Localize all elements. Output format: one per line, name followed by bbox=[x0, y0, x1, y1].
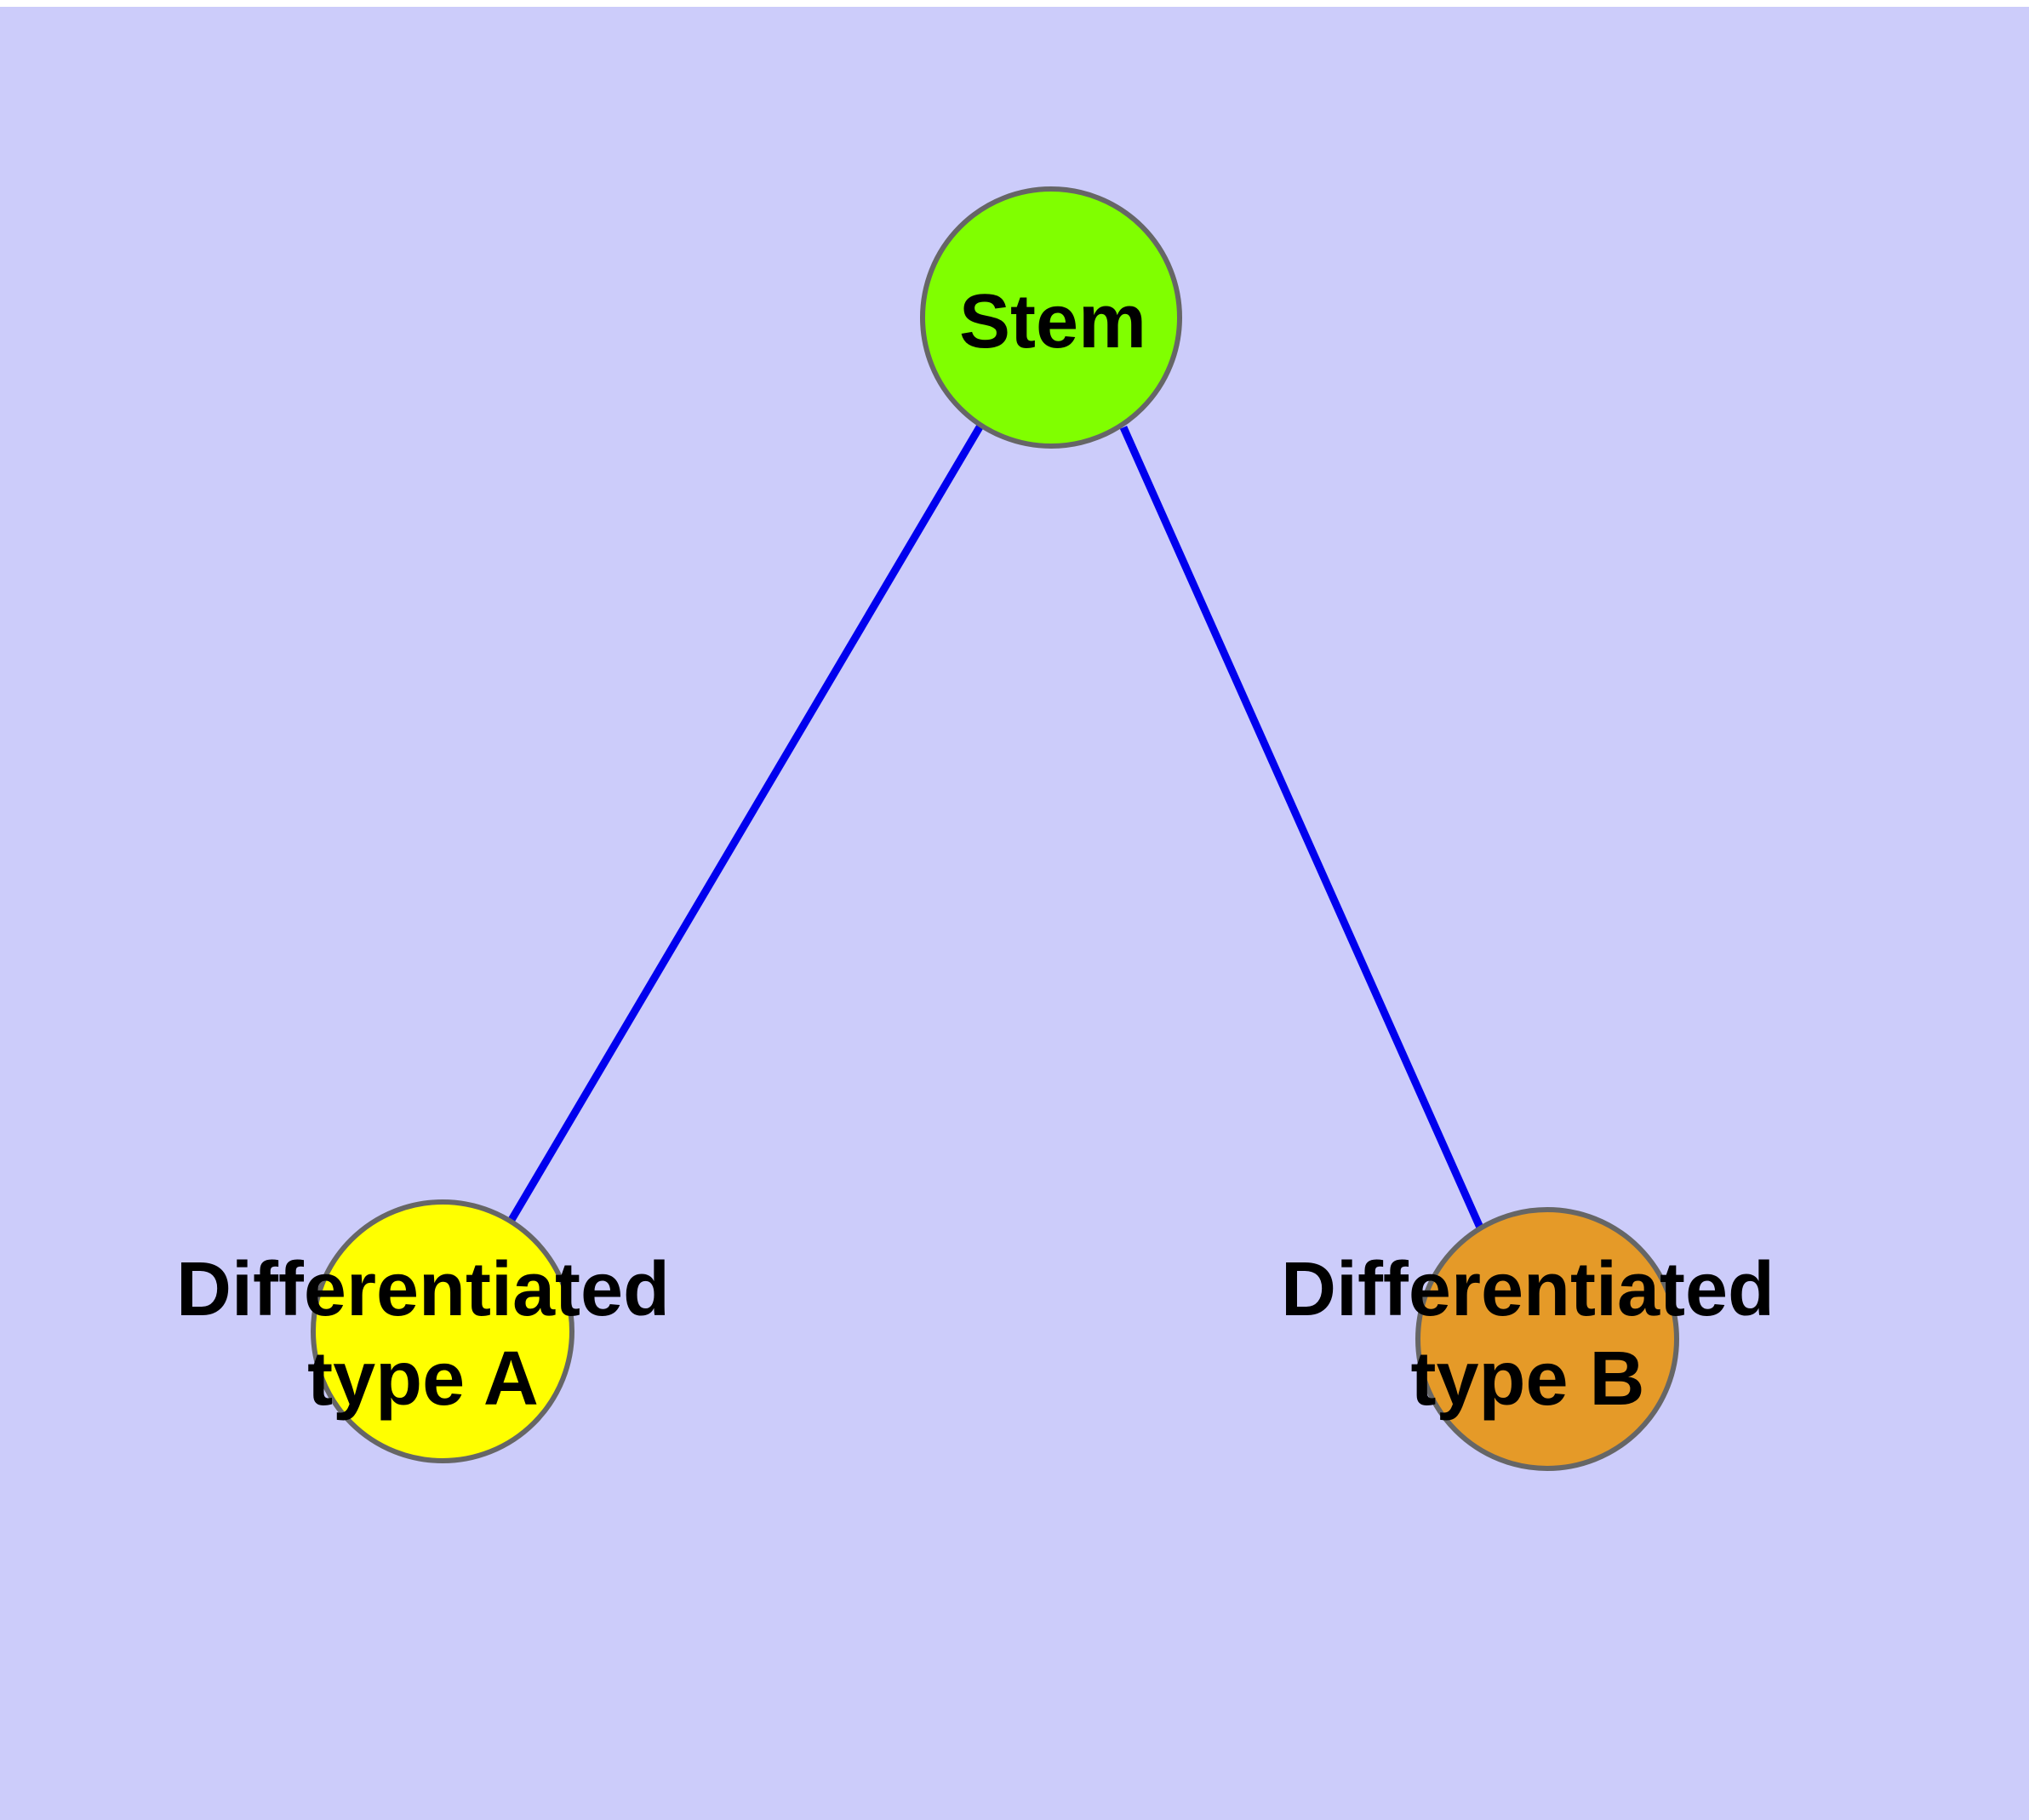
node-label-line: Stem bbox=[959, 279, 1146, 364]
node-label-line: type A bbox=[307, 1336, 539, 1422]
node-stem[interactable]: Stem bbox=[920, 186, 1182, 449]
node-circle-stem[interactable] bbox=[920, 186, 1182, 449]
node-label-line: type B bbox=[1410, 1336, 1644, 1422]
edges-group bbox=[508, 423, 1484, 1229]
node-label-line: Differentiated bbox=[1281, 1247, 1775, 1332]
node-label-line: Differentiated bbox=[176, 1247, 670, 1332]
node-label-stem: Stem bbox=[959, 279, 1146, 364]
node-circle-differentiated-type-a[interactable] bbox=[311, 1199, 574, 1463]
node-circle-differentiated-type-b[interactable] bbox=[1415, 1207, 1679, 1471]
edge-stem-to-type-a[interactable] bbox=[508, 423, 984, 1222]
edge-stem-to-type-b[interactable] bbox=[1119, 426, 1484, 1229]
